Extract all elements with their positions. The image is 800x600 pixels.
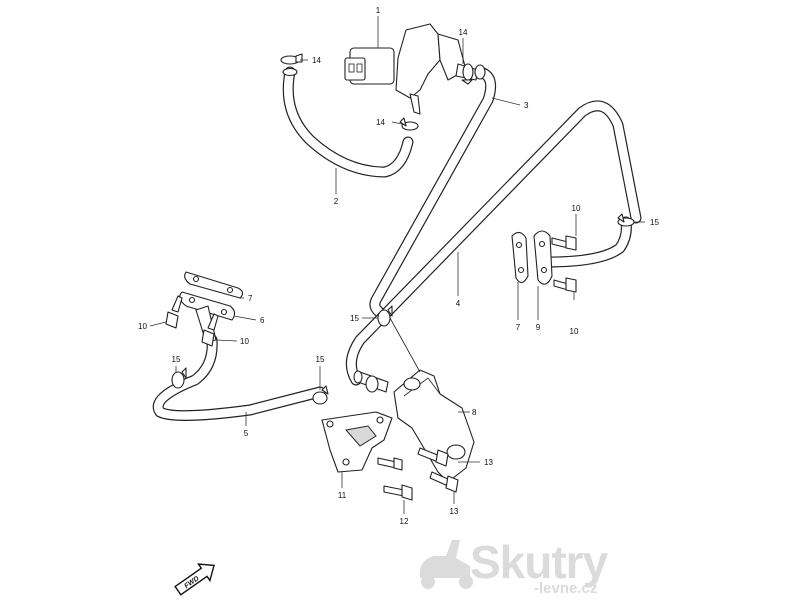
callout-15-c: 15: [172, 355, 181, 364]
clamp-14-c[interactable]: [399, 117, 419, 131]
hose-2[interactable]: [282, 66, 414, 178]
callout-11: 11: [338, 491, 347, 500]
callout-15-d: 15: [316, 355, 325, 364]
callout-14-a: 14: [312, 56, 321, 65]
reed-valve-body[interactable]: [353, 317, 475, 483]
watermark-brand: Skutry: [470, 536, 609, 588]
callout-9: 9: [536, 323, 541, 332]
callout-10-b: 10: [570, 327, 579, 336]
mounting-plate[interactable]: [321, 411, 393, 473]
callout-15-b: 15: [350, 314, 359, 323]
clamp-15-right[interactable]: [617, 213, 635, 227]
callout-8: 8: [472, 408, 477, 417]
callout-4: 4: [456, 299, 461, 308]
hose-5[interactable]: [152, 334, 326, 422]
callout-14-b: 14: [459, 28, 468, 37]
fwd-arrow-icon: FWD: [174, 563, 215, 596]
scooter-icon: [419, 540, 473, 589]
callout-14-c: 14: [376, 118, 385, 127]
callout-6: 6: [260, 316, 265, 325]
bolt-10-left-a[interactable]: [165, 295, 183, 329]
callout-13-a: 13: [484, 458, 493, 467]
watermark-domain: -levne.cz: [534, 580, 597, 597]
bolt-13-lower[interactable]: [429, 471, 459, 493]
callout-3: 3: [524, 101, 529, 110]
clamp-15-lower-left[interactable]: [312, 385, 329, 405]
bolt-10-right-b[interactable]: [553, 277, 577, 293]
clamp-15-body[interactable]: [365, 375, 379, 393]
callout-12: 12: [400, 517, 409, 526]
hose-4-branch[interactable]: [542, 216, 632, 268]
clamp-15-mid[interactable]: [377, 305, 393, 327]
bolt-12-upper[interactable]: [377, 457, 403, 471]
gasket-7-right[interactable]: [511, 231, 529, 284]
reed-plate-9[interactable]: [533, 230, 553, 285]
fwd-label: FWD: [183, 575, 200, 590]
bolt-12[interactable]: [383, 484, 413, 501]
callout-7-left: 7: [248, 294, 253, 303]
callout-7-right: 7: [516, 323, 521, 332]
callout-13-b: 13: [450, 507, 459, 516]
solenoid-valve[interactable]: [344, 23, 486, 115]
callout-10-c: 10: [138, 322, 147, 331]
gasket-7-left[interactable]: [184, 271, 244, 299]
callout-5: 5: [244, 429, 249, 438]
bolt-13-upper[interactable]: [417, 447, 449, 467]
watermark-logo: Skutry -levne.cz: [419, 536, 610, 597]
callout-10-d: 10: [240, 337, 249, 346]
callout-labels: 1 14 14 3 14 2 15 10 4 7 9 10 7 6 10 10 …: [138, 6, 659, 526]
callout-10-a: 10: [572, 204, 581, 213]
bolt-10-left-b[interactable]: [201, 313, 219, 347]
callout-1: 1: [376, 6, 381, 15]
hose-4[interactable]: [345, 100, 642, 386]
leader-lines: [149, 16, 645, 514]
clamp-15-upper-left[interactable]: [171, 367, 187, 389]
callout-2: 2: [334, 197, 339, 206]
clamp-14-b[interactable]: [461, 63, 474, 85]
callout-15-a: 15: [650, 218, 659, 227]
clamp-14-a[interactable]: [280, 53, 303, 65]
bolt-10-right-a[interactable]: [551, 235, 577, 251]
hose-3[interactable]: [369, 66, 497, 320]
